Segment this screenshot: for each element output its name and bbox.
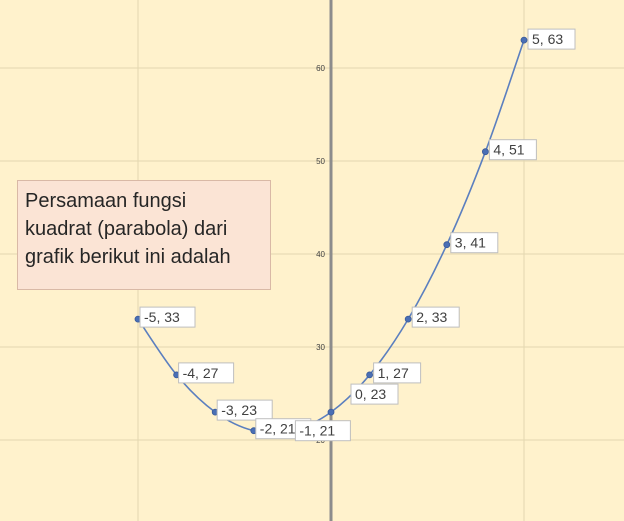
data-point bbox=[520, 36, 528, 44]
data-label: 2, 33 bbox=[411, 306, 460, 328]
data-label-text: 0, 23 bbox=[355, 386, 386, 402]
data-label-box bbox=[450, 232, 499, 254]
y-tick-label: 30 bbox=[316, 343, 325, 352]
data-label: -3, 23 bbox=[216, 399, 273, 421]
data-label: -4, 27 bbox=[178, 362, 235, 384]
data-label-box bbox=[527, 28, 576, 50]
data-label-box bbox=[350, 383, 399, 405]
data-label-text: -3, 23 bbox=[221, 402, 257, 418]
data-point bbox=[327, 408, 335, 416]
data-label-text: -2, 21 bbox=[260, 421, 296, 437]
data-label-text: 2, 33 bbox=[416, 309, 447, 325]
data-label-text: 4, 51 bbox=[493, 142, 524, 158]
data-label: -5, 33 bbox=[139, 306, 196, 328]
data-point bbox=[366, 371, 374, 379]
data-point bbox=[404, 315, 412, 323]
series-line bbox=[137, 39, 525, 434]
data-label-text: 3, 41 bbox=[455, 235, 486, 251]
data-label-text: -1, 21 bbox=[299, 423, 335, 439]
y-tick-label: 40 bbox=[316, 250, 325, 259]
data-label-box bbox=[488, 139, 537, 161]
y-tick-label: 60 bbox=[316, 64, 325, 73]
data-label: 3, 41 bbox=[450, 232, 499, 254]
data-label-text: 5, 63 bbox=[532, 31, 563, 47]
data-label-box bbox=[178, 362, 235, 384]
data-label-box bbox=[216, 399, 273, 421]
data-label: 1, 27 bbox=[373, 362, 422, 384]
data-label-box bbox=[411, 306, 460, 328]
question-box: Persamaan fungsi kuadrat (parabola) dari… bbox=[17, 180, 271, 290]
data-label-box bbox=[294, 420, 351, 442]
data-label: 4, 51 bbox=[488, 139, 537, 161]
data-label-box bbox=[139, 306, 196, 328]
data-point bbox=[443, 241, 451, 249]
data-point bbox=[481, 148, 489, 156]
data-label-text: -5, 33 bbox=[144, 309, 180, 325]
data-label: 5, 63 bbox=[527, 28, 576, 50]
data-label-box bbox=[373, 362, 422, 384]
data-label: 0, 23 bbox=[350, 383, 399, 405]
y-tick-label: 50 bbox=[316, 157, 325, 166]
data-label-text: 1, 27 bbox=[378, 365, 409, 381]
data-label-text: -4, 27 bbox=[183, 365, 219, 381]
data-label: -1, 21 bbox=[294, 420, 351, 442]
